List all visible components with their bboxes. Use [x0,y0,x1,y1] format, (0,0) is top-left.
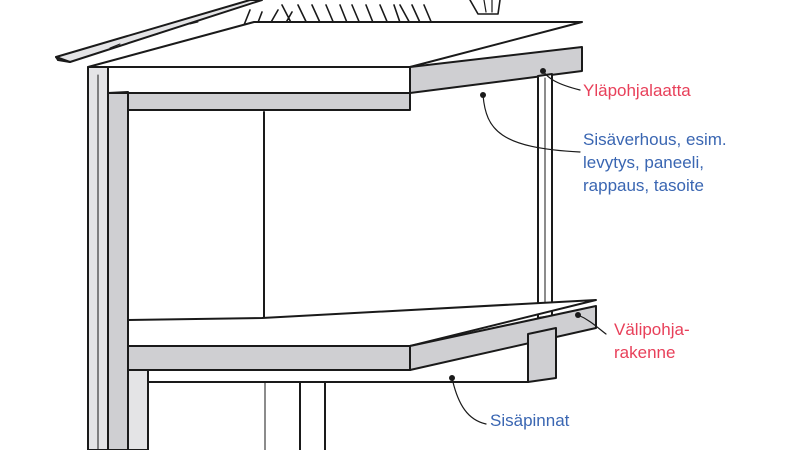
callout-sisaverhous-line-3: rappaus, tasoite [583,176,704,195]
left-wall [87,66,129,450]
middle-floor [127,299,597,383]
leader-sisapinnat [451,377,487,425]
callout-sisaverhous-line-1: Sisäverhous, esim. [583,130,727,149]
callout-valipohja-line-2: rakenne [614,343,676,362]
right-column [537,73,553,319]
callout-valipohjarakenne: Välipohja- rakenne [614,318,690,364]
lower-storey [127,369,529,450]
upper-slab [87,21,583,111]
callout-dots [449,68,581,381]
leader-sisaverhous [482,94,581,153]
callout-sisapinnat: Sisäpinnat [490,411,570,430]
callout-ylapohjalaatta: Yläpohjalaatta [583,81,691,100]
callout-sisaverhous: Sisäverhous, esim. levytys, paneeli, rap… [583,128,727,197]
leader-valipohja [577,314,607,335]
callout-sisaverhous-line-2: levytys, paneeli, [583,153,704,172]
callout-valipohja-line-1: Välipohja- [614,320,690,339]
